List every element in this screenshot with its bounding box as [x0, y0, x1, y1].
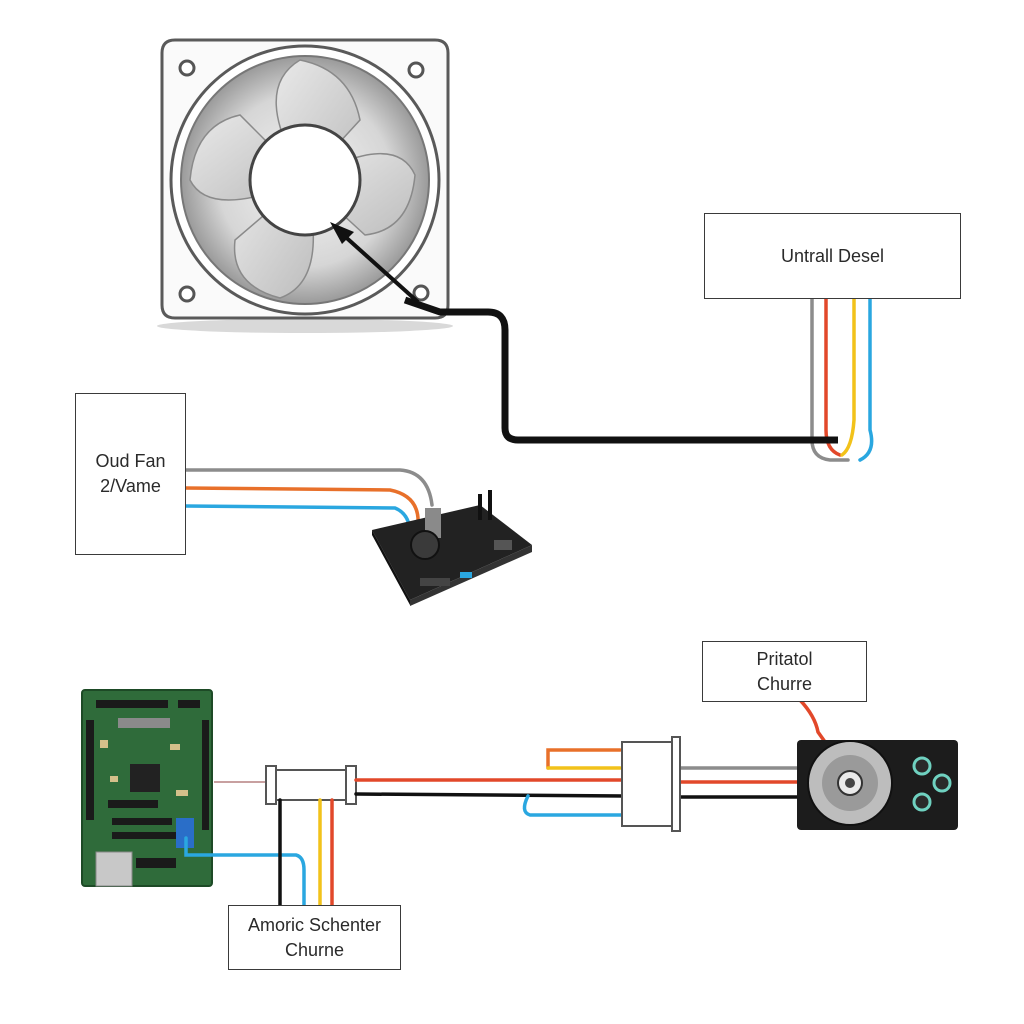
junction-block-icon	[621, 736, 681, 832]
label-box-left: Oud Fan 2/Vame	[75, 393, 186, 555]
top-right-wires	[810, 296, 874, 462]
motor-icon	[797, 740, 958, 830]
inline-connector-icon	[265, 765, 357, 805]
label-box-bottom: Amoric Schenter Churne	[228, 905, 401, 970]
label-box-bottom-right: Pritatol Churre	[702, 641, 867, 702]
motherboard-controller-icon	[372, 490, 532, 606]
label-bottom-right-line2: Churre	[756, 673, 813, 694]
label-top-right-text: Untrall Desel	[780, 245, 885, 266]
label-box-top-right: Untrall Desel	[704, 213, 961, 299]
black-cable	[330, 222, 838, 444]
label-bottom-line1: Amoric Schenter	[247, 914, 382, 935]
fan-icon	[157, 38, 453, 333]
label-bottom-right-line1: Pritatol	[756, 648, 813, 669]
label-left-line1: Oud Fan	[95, 451, 166, 471]
label-bottom-line2: Churne	[284, 939, 345, 960]
bottom-wires	[184, 698, 854, 907]
label-left-line2: 2/Vame	[100, 476, 161, 496]
circuit-board-icon	[81, 689, 213, 887]
